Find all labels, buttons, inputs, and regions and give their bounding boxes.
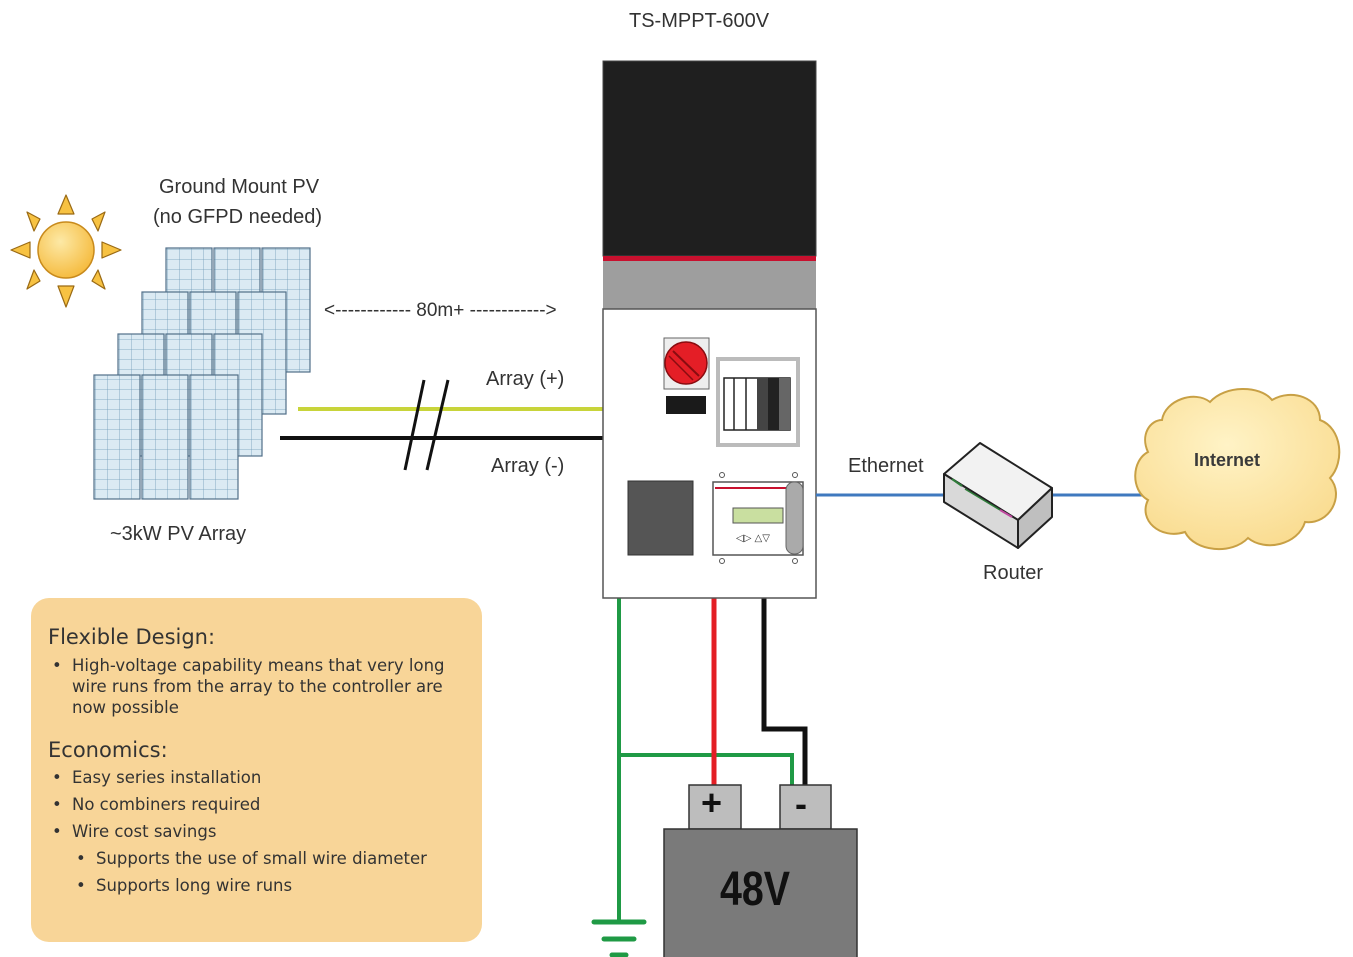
info-panel: Flexible Design: High-voltage capability… — [31, 598, 482, 942]
economics-heading: Economics: — [48, 738, 168, 762]
battery-negative-wire — [761, 598, 808, 790]
terminal-block-icon — [716, 357, 800, 447]
svg-text:◁▷ △▽: ◁▷ △▽ — [736, 533, 770, 544]
battery-minus-label: - — [795, 783, 807, 824]
battery-voltage-label: 48V — [720, 863, 791, 916]
pv-mount-title: Ground Mount PV — [159, 176, 320, 198]
pv-array-icon — [93, 247, 311, 500]
pv-mount-subtitle: (no GFPD needed) — [153, 206, 322, 228]
disconnect-switch-icon — [663, 337, 710, 414]
ethernet-label: Ethernet — [848, 455, 924, 477]
battery-icon — [663, 784, 858, 957]
flexible-design-heading: Flexible Design: — [48, 625, 216, 649]
internet-cloud-icon — [1134, 388, 1341, 550]
pv-array-caption: ~3kW PV Array — [110, 523, 247, 545]
controller-title: TS-MPPT-600V — [629, 10, 770, 32]
list-item: Easy series installation — [48, 768, 464, 788]
flexible-design-list: High-voltage capability means that very … — [48, 655, 464, 718]
internet-label: Internet — [1194, 450, 1261, 470]
economics-list: Easy series installation No combiners re… — [48, 768, 464, 896]
battery-plus-label: + — [701, 782, 723, 823]
distance-label: <------------ 80m+ ------------> — [324, 300, 557, 321]
list-item: Wire cost savings — [48, 822, 464, 842]
controller-cover-plate — [627, 480, 694, 556]
ground-symbol-icon — [591, 919, 647, 957]
list-item: Supports long wire runs — [72, 876, 464, 896]
meter-display-icon: ◁▷ △▽ — [712, 472, 804, 564]
list-item: High-voltage capability means that very … — [48, 655, 464, 718]
ground-wire — [617, 598, 794, 920]
array-negative-label: Array (-) — [491, 455, 565, 477]
array-positive-label: Array (+) — [486, 368, 565, 390]
router-icon — [943, 442, 1053, 549]
list-item: No combiners required — [48, 795, 464, 815]
router-label: Router — [983, 562, 1044, 584]
long-run-break-marks — [403, 379, 450, 471]
sun-icon — [10, 194, 122, 308]
list-item: Supports the use of small wire diameter — [72, 849, 464, 869]
